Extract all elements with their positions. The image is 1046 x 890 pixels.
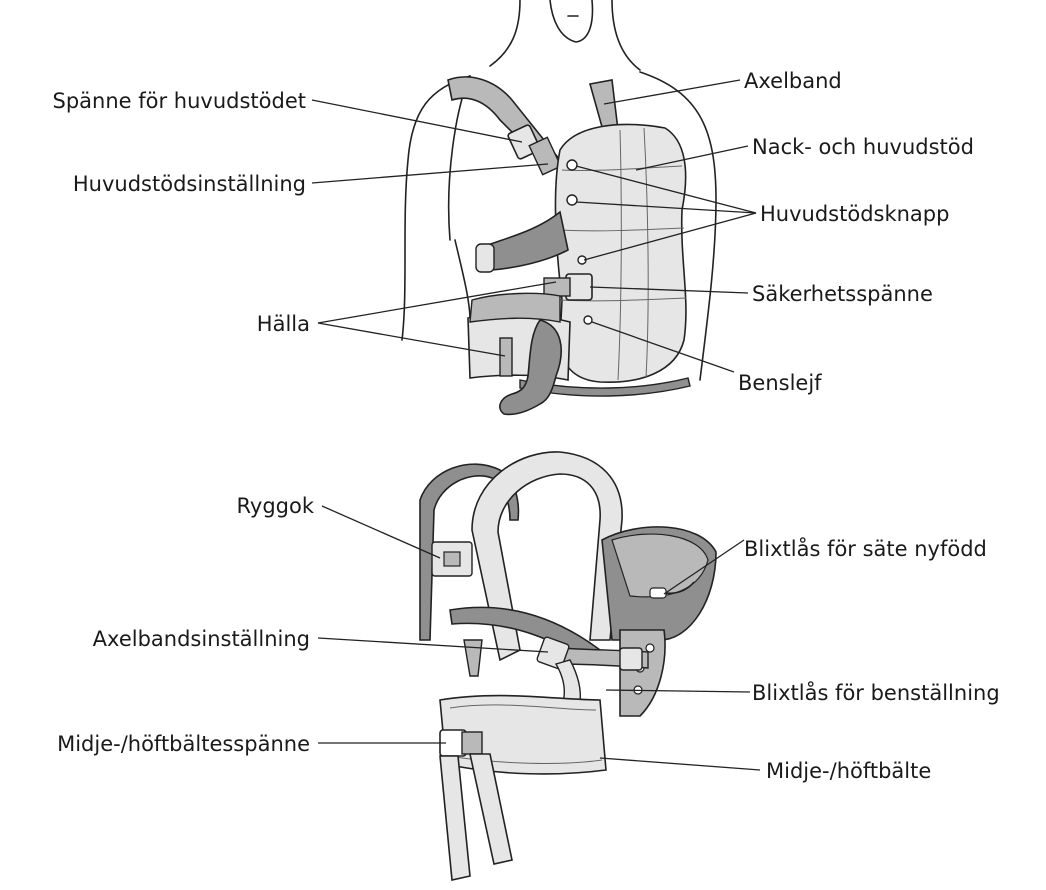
label-leg-flap: Benslejf [738, 371, 822, 395]
label-zipper-newborn-seat: Blixtlås för säte nyfödd [744, 537, 987, 561]
head-support-strap [528, 136, 562, 176]
baby-arm [478, 210, 569, 271]
label-back-pocket: Ryggok [236, 494, 314, 518]
label-shoulder-strap: Axelband [744, 69, 842, 93]
right-shoulder-arm [639, 71, 717, 381]
leader-shoulder-strap-adjustment [317, 637, 549, 653]
neck-outline [489, 0, 521, 67]
label-neck-head-support: Nack- och huvudstöd [752, 135, 974, 159]
leader-neck-head-support [635, 145, 749, 171]
label-zipper-leg-position: Blixtlås för benställning [752, 681, 1000, 705]
leader-head-support-adjustment [311, 163, 549, 184]
side-panel [619, 629, 666, 717]
label-waist-belt-buckle: Midje-/höftbältesspänne [57, 732, 310, 756]
loop-shape [499, 337, 513, 377]
leader-shoulder-strap [603, 79, 741, 105]
baby-leg [499, 319, 562, 416]
label-head-support-adjustment: Huvudstödsinställning [72, 172, 306, 196]
waist-left [454, 239, 471, 321]
shoulder-strap-adjuster [536, 636, 570, 670]
leader-head-support-buckle [311, 99, 523, 143]
belt-end-right [469, 753, 513, 865]
head-support-button-shape [566, 159, 578, 171]
belt-end-left [439, 755, 471, 881]
leader-back-pocket [321, 505, 441, 559]
label-head-support-buckle: Spänne för huvudstödet [52, 89, 307, 113]
back-view-carrier [419, 451, 717, 881]
leader-safety-buckle [589, 286, 749, 294]
leader-head-support-button-1 [575, 165, 757, 214]
neck-outline-right [611, 0, 641, 71]
leader-leg-flap [591, 321, 735, 373]
left-arm-outline [401, 75, 471, 341]
light-shoulder-strap [471, 451, 623, 662]
label-head-support-button: Huvudstödsknapp [760, 202, 950, 226]
label-safety-buckle: Säkerhetsspänne [752, 282, 933, 306]
leader-head-support-button-3 [583, 212, 757, 261]
leader-head-support-button-2 [575, 201, 757, 214]
leader-loops-2 [317, 322, 506, 357]
label-shoulder-strap-adjustment: Axelbandsinställning [92, 627, 310, 651]
leader-lines [311, 79, 761, 771]
leader-loops-1 [317, 281, 557, 324]
leader-waist-belt [599, 757, 761, 771]
leader-zipper-newborn-seat [663, 539, 745, 595]
chin-outline [549, 0, 594, 43]
label-waist-belt: Midje-/höftbälte [766, 759, 932, 783]
leader-zipper-leg-position [605, 689, 751, 693]
label-loops: Hälla [256, 312, 310, 336]
